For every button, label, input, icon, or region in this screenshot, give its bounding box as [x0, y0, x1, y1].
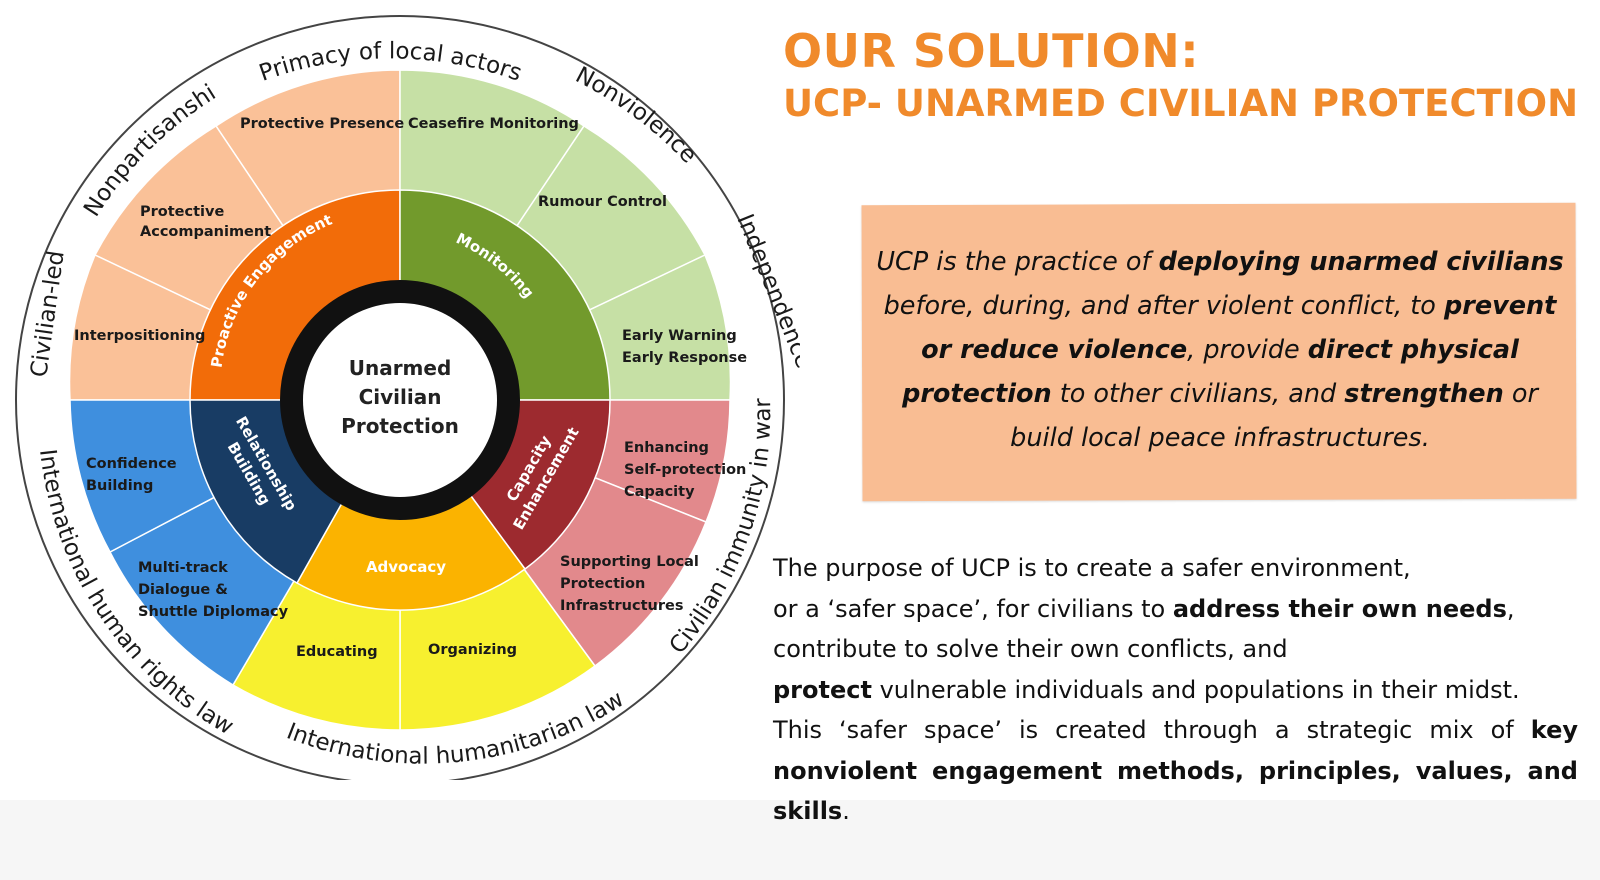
definition-emphasis-1: deploying unarmed civilians — [1158, 247, 1564, 277]
purpose-line-2-end: , — [1506, 594, 1515, 623]
purpose-paragraph: The purpose of UCP is to create a safer … — [773, 548, 1578, 832]
purpose-line-3: contribute to solve their own conflicts,… — [773, 635, 1288, 663]
definition-part-2: before, during, and after violent confli… — [883, 291, 1444, 321]
label-organizing: Organizing — [428, 642, 517, 658]
purpose-line-2: or a ‘safer space’, for civilians to add… — [773, 589, 1578, 630]
purpose-line-1: The purpose of UCP is to create a safer … — [773, 554, 1411, 582]
definition-part-4: to other civilians, and — [1051, 379, 1345, 409]
center-label-line-3: Protection — [341, 414, 459, 438]
purpose-line-2-text: or a ‘safer space’, for civilians to — [773, 594, 1173, 623]
label-rumour-control: Rumour Control — [538, 194, 667, 210]
label-advocacy: Advocacy — [366, 558, 446, 576]
label-protective-accompaniment-2: Accompaniment — [140, 224, 271, 240]
label-enhancing-3: Capacity — [624, 484, 695, 500]
purpose-line-5: This ‘safer space’ is created through a … — [773, 710, 1578, 832]
label-protective-accompaniment-1: Protective — [140, 204, 224, 220]
label-multitrack-2: Dialogue & — [138, 582, 228, 598]
definition-emphasis-4: strengthen — [1344, 379, 1504, 409]
purpose-line-4-text: vulnerable individuals and populations i… — [871, 675, 1520, 704]
label-multitrack-1: Multi-track — [138, 560, 228, 576]
definition-emphasis-3: direct physical protection — [902, 335, 1519, 409]
purpose-line-5-text: This ‘safer space’ is created through a … — [773, 716, 1531, 744]
hub-center — [303, 303, 497, 497]
center-label-line-1: Unarmed — [349, 356, 452, 380]
bottom-background-band — [0, 800, 1600, 880]
label-ceasefire-monitoring: Ceasefire Monitoring — [408, 116, 579, 132]
ucp-wheel-diagram: Unarmed Civilian Protection Proactive En… — [0, 0, 800, 780]
label-confidence-1: Confidence — [86, 456, 177, 472]
purpose-emphasis-needs: address their own needs — [1172, 594, 1507, 623]
label-supporting-3: Infrastructures — [560, 598, 683, 614]
center-label-line-2: Civilian — [359, 385, 442, 409]
purpose-emphasis-protect: protect — [773, 675, 872, 704]
label-supporting-2: Protection — [560, 576, 645, 592]
label-multitrack-3: Shuttle Diplomacy — [138, 604, 289, 620]
label-early-warning-1: Early Warning — [622, 328, 737, 344]
purpose-line-4: protect vulnerable individuals and popul… — [773, 670, 1578, 711]
label-interpositioning: Interpositioning — [74, 328, 205, 344]
label-supporting-1: Supporting Local — [560, 554, 699, 570]
label-educating: Educating — [296, 644, 378, 660]
definition-part-3: , provide — [1187, 335, 1308, 365]
label-early-warning-2: Early Response — [622, 350, 747, 366]
label-enhancing-1: Enhancing — [624, 440, 709, 456]
label-enhancing-2: Self-protection — [624, 462, 746, 478]
page-subtitle: UCP- UNARMED CIVILIAN PROTECTION — [783, 82, 1579, 125]
definition-text: UCP is the practice of deploying unarmed… — [875, 240, 1565, 460]
definition-part-5: or build local peace infrastructures. — [1010, 379, 1538, 453]
label-protective-presence: Protective Presence — [240, 116, 404, 132]
purpose-line-5-end: . — [842, 797, 850, 825]
definition-part-1: UCP is the practice of — [876, 247, 1159, 277]
purpose-emphasis-methods: key nonviolent engagement methods, princ… — [773, 716, 1578, 825]
label-confidence-2: Building — [86, 478, 153, 494]
page-title: OUR SOLUTION: — [783, 24, 1200, 78]
definition-emphasis-2: prevent or reduce violence — [921, 291, 1557, 365]
